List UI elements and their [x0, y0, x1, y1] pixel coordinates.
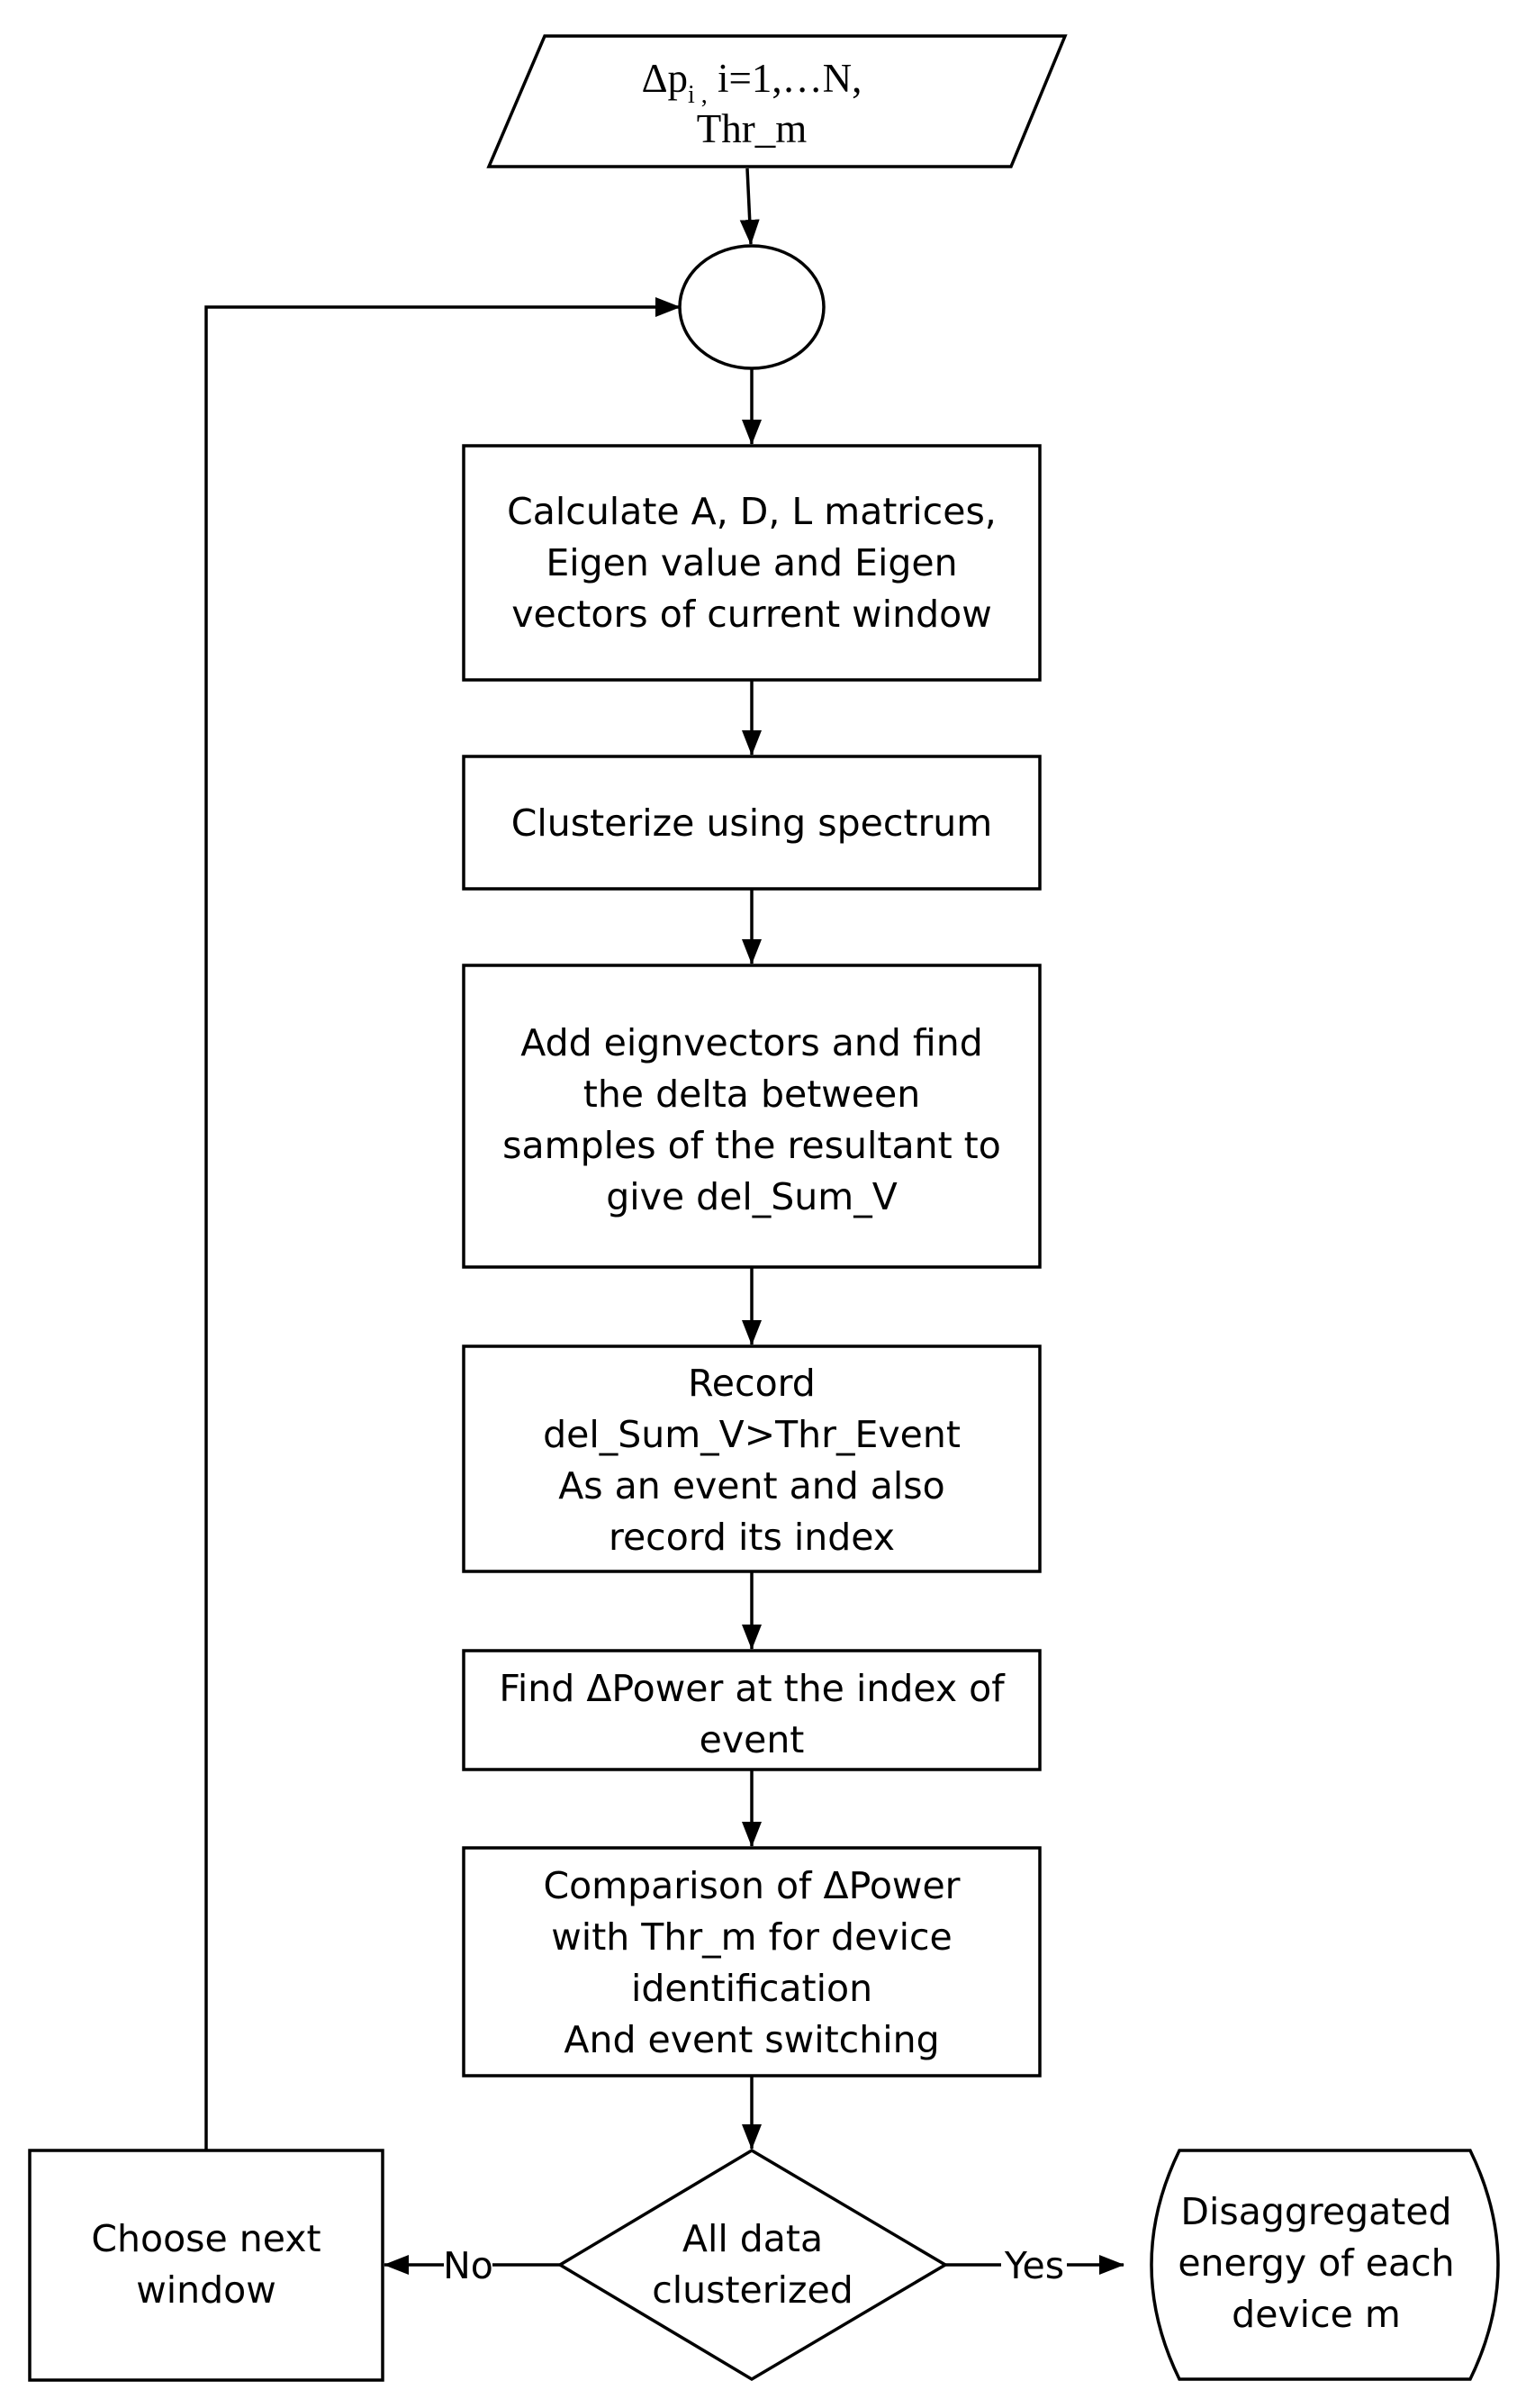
output-text: Disaggregated — [1180, 2190, 1451, 2233]
step-clusterize: Clusterize using spectrum — [462, 755, 1042, 891]
step-text: with Thr_m for device — [551, 1915, 952, 1959]
delta-p-subscript: i , — [688, 81, 708, 109]
step-text: identification — [631, 1967, 872, 2010]
output-text: device m — [1232, 2293, 1401, 2336]
step-text: Find ΔPower at the index of — [499, 1667, 1006, 1710]
step-text: Add eignvectors and find — [520, 1021, 982, 1064]
step-compare-threshold: Comparison of ΔPower with Thr_m for devi… — [462, 1846, 1042, 2078]
output-disaggregated-energy: Disaggregated energy of each device m — [1150, 2149, 1500, 2381]
step-text: vectors of current window — [511, 593, 991, 636]
arrow-loop-back-to-connector — [204, 297, 681, 2150]
decision-text: All data — [682, 2217, 823, 2260]
step-text: give del_Sum_V — [606, 1175, 898, 1218]
step-text: Comparison of ΔPower — [543, 1864, 960, 1907]
loop-connector-circle — [678, 244, 826, 370]
step-text: And event switching — [564, 2018, 939, 2061]
output-text: energy of each — [1178, 2241, 1454, 2285]
input-node: Δpi , i=1,…N, Thr_m — [486, 34, 1068, 168]
yes-label: Yes — [1004, 2244, 1064, 2287]
step-text: record its index — [609, 1516, 895, 1559]
step-text: Eigen value and Eigen — [546, 541, 957, 584]
step-add-eigenvectors: Add eignvectors and find the delta betwe… — [462, 964, 1042, 1269]
no-label: No — [443, 2244, 493, 2287]
step-text: Record — [688, 1362, 816, 1405]
delta-p-symbol: Δp — [642, 56, 688, 101]
input-range: i=1,…N, — [708, 56, 862, 101]
arrow-input-to-connector — [739, 167, 760, 245]
choose-next-window-box: Choose next window — [28, 2149, 384, 2382]
step-text: samples of the resultant to — [502, 1124, 1001, 1167]
step-find-delta-power: Find ΔPower at the index of event — [462, 1649, 1042, 1771]
step-text: Calculate A, D, L matrices, — [507, 490, 997, 533]
loop-box-text: Choose next — [91, 2217, 321, 2260]
input-line-2: Thr_m — [697, 106, 807, 151]
decision-text: clusterized — [652, 2268, 853, 2312]
step-text: the delta between — [583, 1073, 921, 1116]
input-line-1: Δpi , i=1,…N, — [642, 56, 862, 109]
decision-all-data-clusterized: All data clusterized — [556, 2148, 949, 2382]
step-text: del_Sum_V>Thr_Event — [543, 1413, 961, 1456]
step-text: event — [700, 1718, 805, 1761]
step-text: Clusterize using spectrum — [511, 801, 992, 845]
loop-box-text: window — [136, 2268, 276, 2312]
step-calculate-matrices: Calculate A, D, L matrices, Eigen value … — [462, 444, 1042, 682]
step-record-event: Record del_Sum_V>Thr_Event As an event a… — [462, 1344, 1042, 1573]
step-text: As an event and also — [558, 1464, 945, 1507]
